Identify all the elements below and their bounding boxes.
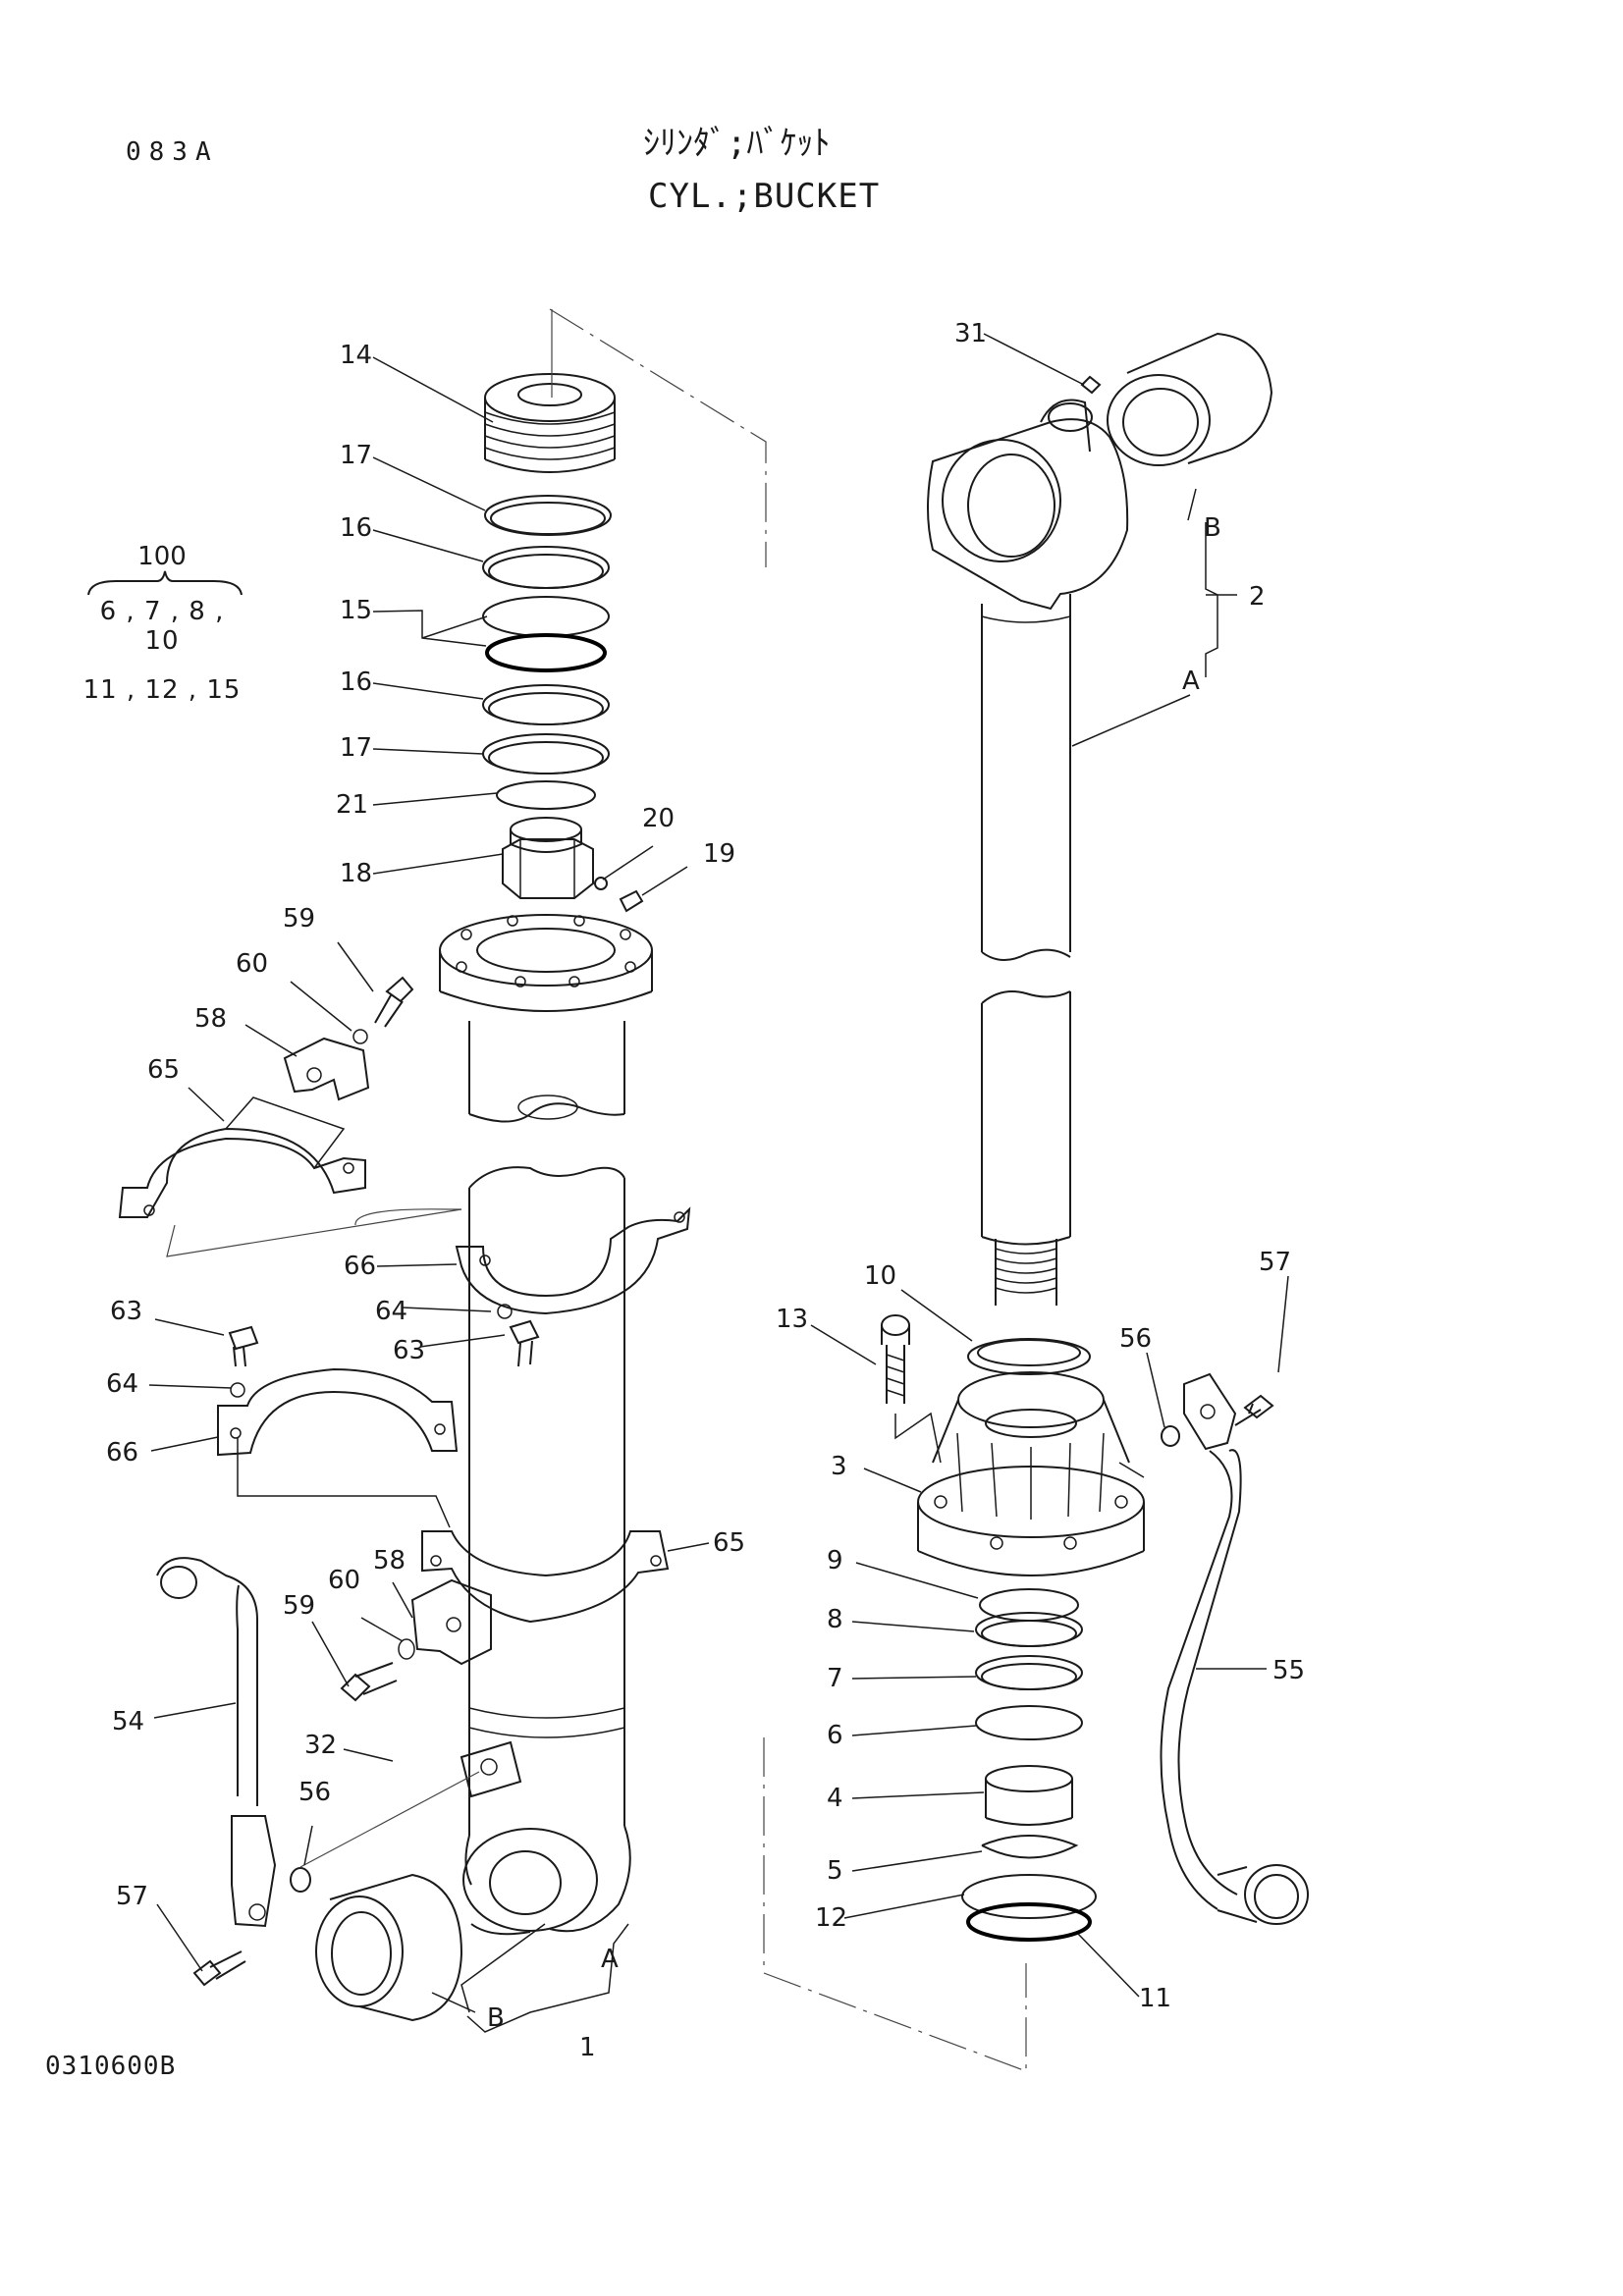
callout-11: 11 [1139, 1984, 1171, 2013]
cylinder-head-flange [439, 914, 653, 1123]
callout-10: 10 [864, 1261, 896, 1291]
leader-lines [148, 333, 1289, 2033]
callout-60: 60 [236, 949, 268, 979]
callout-A: A [1182, 667, 1200, 696]
callout-21: 21 [336, 790, 368, 820]
title-english: CYL.;BUCKET [648, 177, 881, 216]
grease-fitting-31 [1080, 375, 1102, 395]
callout-56: 56 [298, 1778, 331, 1807]
callout-64: 64 [106, 1369, 138, 1399]
callout-59: 59 [283, 1591, 315, 1621]
seal-kit-number: 100 [137, 542, 187, 571]
cylinder-tube [462, 1166, 631, 1936]
callout-14: 14 [340, 341, 372, 370]
callout-15: 15 [340, 596, 372, 625]
callout-3: 3 [831, 1452, 847, 1481]
callout-54: 54 [112, 1707, 144, 1736]
pipe-55 [1160, 1449, 1309, 1925]
bushing-B-lower [315, 1873, 463, 2022]
rod-eye-end [927, 399, 1129, 611]
callout-66: 66 [344, 1252, 376, 1281]
clamp-58-upper [283, 1037, 370, 1101]
callout-57: 57 [116, 1882, 148, 1911]
callout-A: A [601, 1945, 619, 1974]
gland-3 [917, 1371, 1145, 1576]
clamp-66-lower [217, 1367, 459, 1528]
callout-4: 4 [827, 1784, 843, 1813]
callout-58: 58 [194, 1004, 227, 1034]
callout-B: B [1204, 513, 1221, 543]
callout-6: 6 [827, 1721, 843, 1750]
callout-18: 18 [340, 859, 372, 888]
callout-65: 65 [713, 1528, 745, 1558]
callout-20: 20 [642, 804, 675, 833]
pipe-54 [156, 1557, 277, 1928]
seal-kit-group: 100 6 , 7 , 8 , 10 11 , 12 , 15 [79, 542, 245, 724]
callout-63: 63 [110, 1297, 142, 1326]
parts-19-20-set-screw [594, 877, 644, 913]
bushing-B-upper [1107, 332, 1273, 466]
drawing-number: 0310600B [45, 2052, 177, 2081]
piston-rod [981, 594, 1071, 1306]
clamp-65-upper-left [118, 1096, 366, 1218]
callout-2: 2 [1249, 582, 1266, 612]
callout-19: 19 [703, 839, 735, 869]
clamp-66-upper [455, 1206, 691, 1315]
callout-57: 57 [1259, 1248, 1291, 1277]
flange-and-bolt-57-upper [1183, 1372, 1274, 1451]
callout-56: 56 [1119, 1324, 1152, 1354]
callout-31: 31 [954, 319, 987, 348]
callout-12: 12 [815, 1903, 847, 1933]
kit-brace [87, 570, 243, 596]
callout-7: 7 [827, 1664, 843, 1693]
callout-13: 13 [776, 1305, 808, 1334]
page-code: 083A [126, 137, 219, 167]
bolt-13 [881, 1314, 942, 1464]
title-japanese: ｼﾘﾝﾀﾞ;ﾊﾞｹｯﾄ [643, 124, 831, 163]
callout-32: 32 [304, 1731, 337, 1760]
callout-58: 58 [373, 1546, 406, 1575]
clamp-65-lower [421, 1530, 670, 1624]
callout-17: 17 [340, 733, 372, 763]
clamp-58-lower [398, 1578, 492, 1666]
callout-5: 5 [827, 1856, 843, 1886]
oring-56-upper [1161, 1425, 1180, 1447]
piston-seals-4-12 [961, 1588, 1097, 1942]
callout-1: 1 [579, 2033, 596, 2062]
bolts-63 [228, 1304, 540, 1398]
oring-56-lower [290, 1867, 311, 1893]
callout-B: B [487, 2003, 505, 2033]
callout-9: 9 [827, 1546, 843, 1575]
seal-rings-15-17 [482, 495, 612, 810]
bolt-57-lower [192, 1950, 246, 1987]
callout-55: 55 [1272, 1656, 1305, 1685]
callout-65: 65 [147, 1055, 180, 1085]
callout-16: 16 [340, 513, 372, 543]
seal-kit-parts-line-1: 6 , 7 , 8 , 10 [99, 597, 225, 656]
callout-64: 64 [375, 1297, 407, 1326]
seal-kit-parts-line-2: 11 , 12 , 15 [82, 675, 242, 705]
callout-8: 8 [827, 1605, 843, 1634]
port-block-32 [460, 1740, 522, 1798]
bolt-59-lower [340, 1662, 398, 1702]
part-18-nut [502, 817, 594, 899]
callout-16: 16 [340, 667, 372, 697]
callout-60: 60 [328, 1566, 360, 1595]
part-14-piston [484, 373, 616, 473]
callout-66: 66 [106, 1438, 138, 1468]
bolt-59-upper [352, 976, 414, 1044]
callout-59: 59 [283, 904, 315, 934]
rod-seals-10 [967, 1338, 1091, 1375]
callout-17: 17 [340, 441, 372, 470]
callout-63: 63 [393, 1336, 425, 1365]
